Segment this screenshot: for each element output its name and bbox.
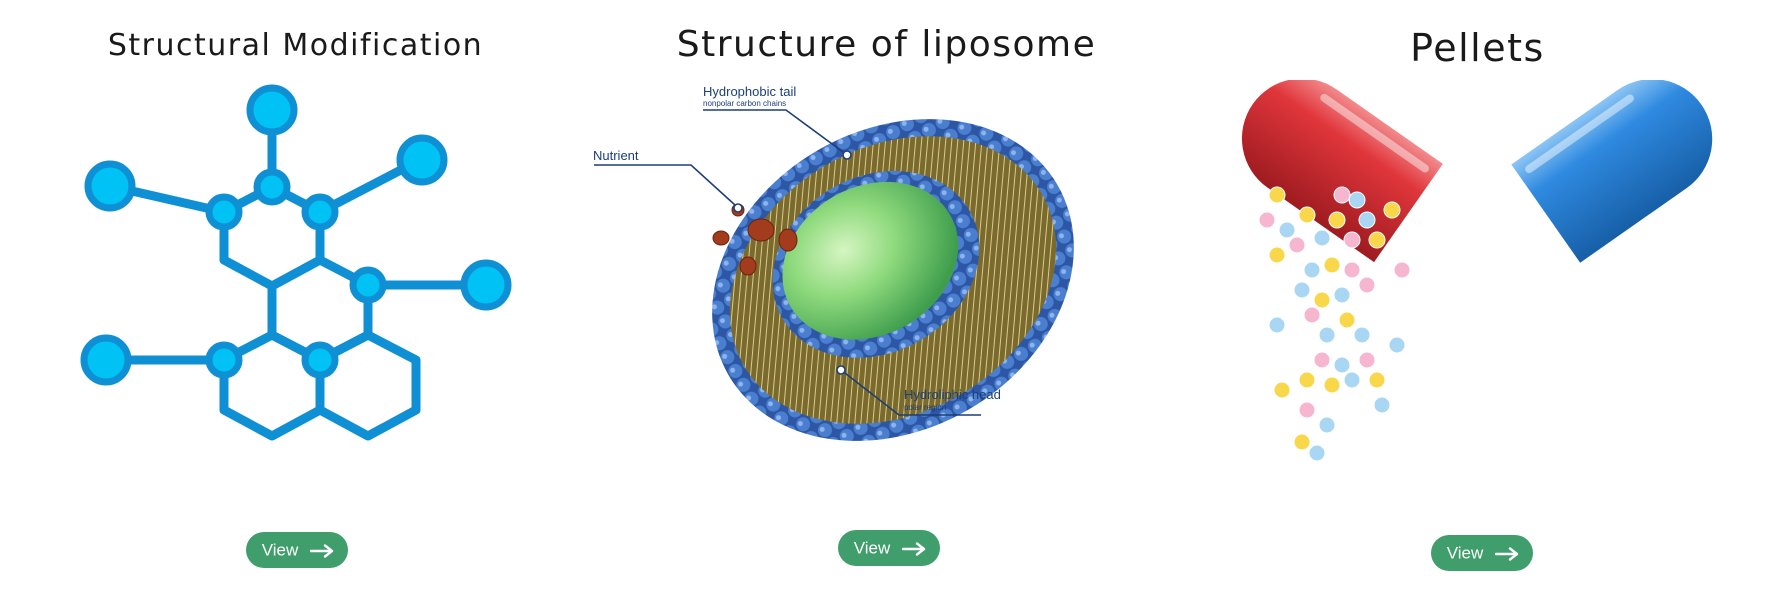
- view-button[interactable]: View: [838, 530, 940, 566]
- molecule-icon: [80, 84, 512, 441]
- label-hydrophobic-tail: Hydrophobic tail: [703, 84, 796, 99]
- card-liposome: Structure of liposome: [591, 0, 1182, 591]
- view-button-label: View: [853, 538, 891, 558]
- label-nonpolar-carbon-chains: nonpolar carbon chains: [703, 99, 786, 108]
- label-hydroliphic-head: Hydroliphic head: [904, 387, 1001, 402]
- label-nutrient: Nutrient: [593, 148, 639, 163]
- arrow-right-icon: [902, 541, 926, 556]
- arrow-right-icon: [310, 543, 334, 558]
- card-title: Pellets: [1410, 26, 1545, 70]
- card-pellets: Pellets: [1182, 0, 1773, 591]
- capsule-pellets-image: [1241, 80, 1713, 462]
- label-polar-region: polar region: [904, 403, 946, 412]
- card-title: Structural Modification: [107, 28, 484, 63]
- view-button-label: View: [261, 540, 299, 560]
- liposome-diagram: Hydrophobic tail nonpolar carbon chains …: [593, 84, 1074, 441]
- card-title: Structure of liposome: [676, 24, 1097, 65]
- arrow-right-icon: [1495, 546, 1519, 561]
- view-button[interactable]: View: [246, 532, 348, 568]
- card-structural-modification: Structural Modification: [0, 0, 591, 591]
- view-button-label: View: [1446, 543, 1484, 563]
- view-button[interactable]: View: [1431, 535, 1533, 571]
